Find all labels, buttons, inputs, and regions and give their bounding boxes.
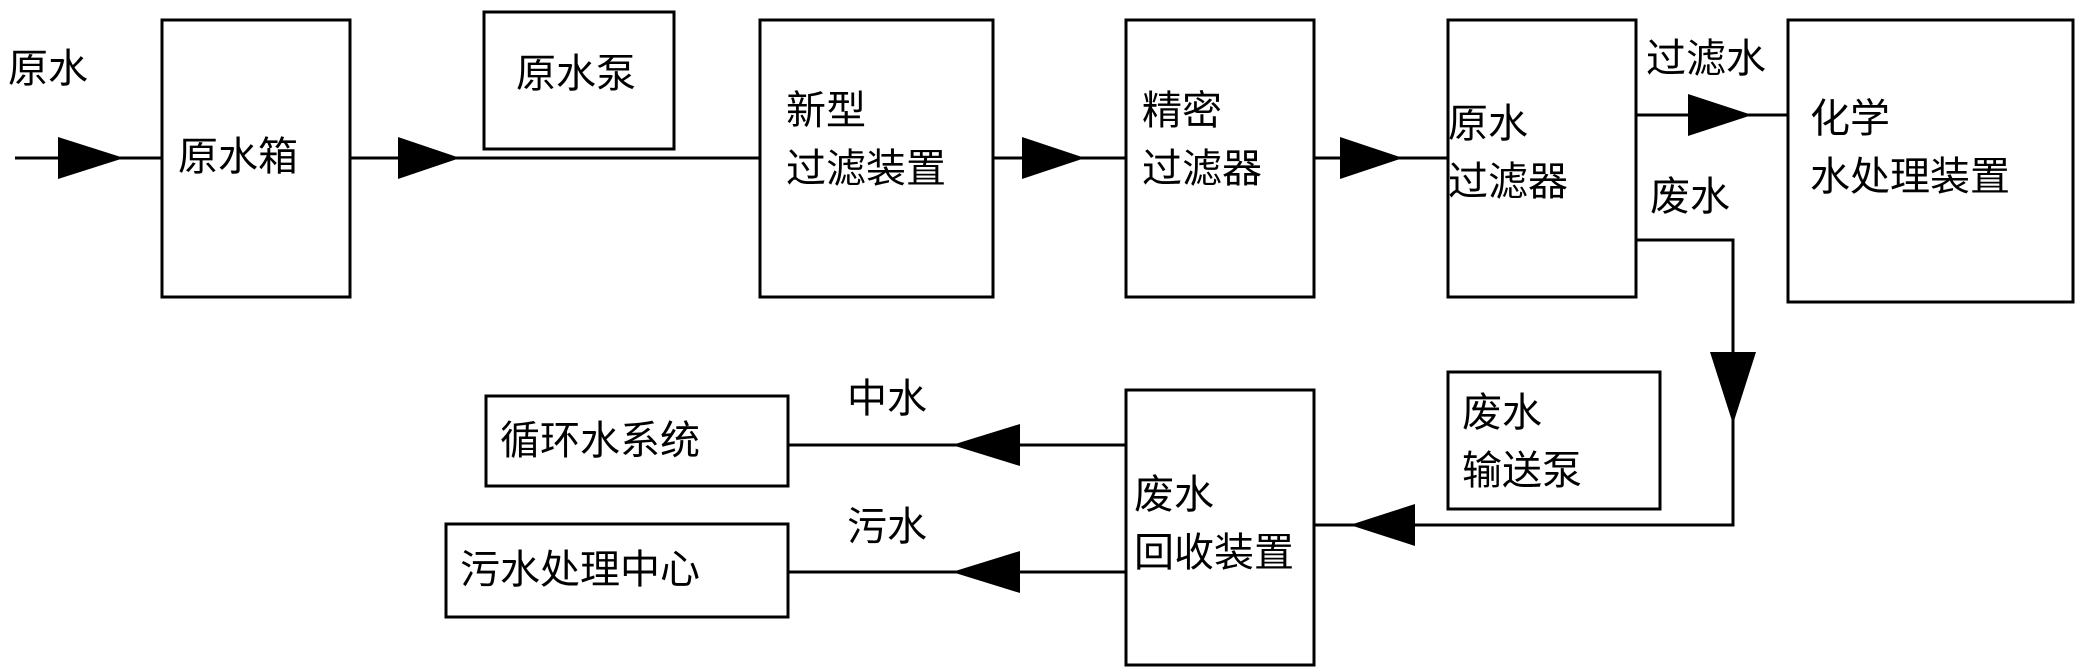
sewage-label: 污水 xyxy=(847,504,927,549)
arrow-right-to-pump-line xyxy=(398,137,460,179)
chemical-treatment-line1: 化学 xyxy=(1810,96,1890,141)
precision-filter-label: 精密 过滤器 xyxy=(1142,82,1262,198)
waste-water-pump-line1: 废水 xyxy=(1462,390,1542,435)
input-label: 原水 xyxy=(8,46,88,91)
waste-water-pump-label: 废水 输送泵 xyxy=(1462,384,1582,500)
waste-recovery-unit-line2: 回收装置 xyxy=(1134,530,1294,575)
arrow-down-waste-water xyxy=(1710,352,1756,424)
box-waste-recovery-unit xyxy=(1124,388,1316,667)
precision-filter-line1: 精密 xyxy=(1142,88,1222,133)
box-circulating-water-system xyxy=(484,394,790,488)
arrow-left-to-recovery xyxy=(1350,504,1415,546)
arrow-right-to-precision xyxy=(1022,137,1085,179)
raw-water-pump-label: 原水泵 xyxy=(516,51,636,96)
arrow-left-sewage xyxy=(952,551,1020,593)
arrow-right-to-rawfilter xyxy=(1340,137,1403,179)
new-filter-unit-line1: 新型 xyxy=(786,88,866,133)
box-raw-water-pump xyxy=(482,10,676,151)
reclaimed-water-label: 中水 xyxy=(847,376,927,421)
waste-recovery-unit-label: 废水 回收装置 xyxy=(1134,466,1294,582)
raw-water-filter-line2: 过滤器 xyxy=(1448,159,1568,204)
chemical-treatment-label: 化学 水处理装置 xyxy=(1810,90,2010,206)
waste-recovery-unit-line1: 废水 xyxy=(1134,472,1214,517)
arrow-right-input xyxy=(58,137,124,179)
new-filter-unit-label: 新型 过滤装置 xyxy=(786,82,946,198)
new-filter-unit-line2: 过滤装置 xyxy=(786,146,946,191)
filtered-water-label: 过滤水 xyxy=(1646,36,1766,81)
chemical-treatment-line2: 水处理装置 xyxy=(1810,154,2010,199)
raw-water-filter-label: 原水 过滤器 xyxy=(1448,95,1568,211)
arrow-left-reclaimed-water xyxy=(952,424,1020,466)
box-waste-water-pump xyxy=(1446,370,1662,511)
box-chemical-treatment xyxy=(1786,18,2075,304)
raw-water-tank-label: 原水箱 xyxy=(178,134,298,179)
raw-water-filter-line1: 原水 xyxy=(1448,101,1528,146)
waste-water-label: 废水 xyxy=(1650,174,1730,219)
arrow-right-filtered-water xyxy=(1688,94,1752,136)
precision-filter-line2: 过滤器 xyxy=(1142,146,1262,191)
waste-water-pump-line2: 输送泵 xyxy=(1462,448,1582,493)
sewage-treatment-center-label: 污水处理中心 xyxy=(460,547,700,592)
circulating-water-system-label: 循环水系统 xyxy=(500,418,700,463)
